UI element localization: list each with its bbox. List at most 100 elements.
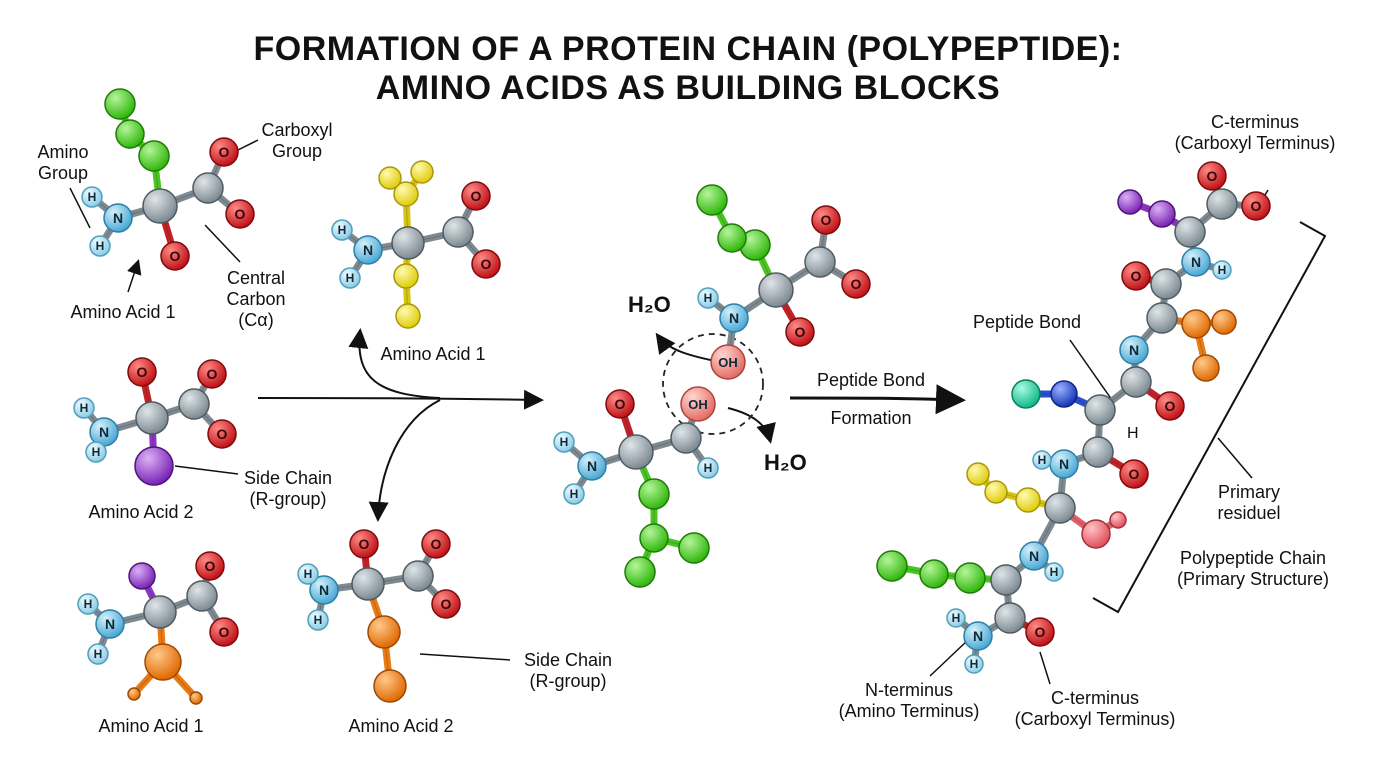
carbon-atom [351,567,385,601]
atom-sphere [1150,268,1182,300]
atom-symbol: H [1050,565,1059,579]
atom-symbol: OH [718,355,738,370]
atom-sphere [1032,450,1052,470]
nitrogen-atom: N [719,303,749,333]
side-chain-atom-pink [1081,519,1111,549]
side-chain-atom-yellow [1015,487,1041,513]
atom-symbol: H [952,611,961,625]
atom-sphere [1082,436,1114,468]
atom-sphere [919,559,949,589]
atom-sphere [680,386,716,422]
oxygen-atom: O [1241,191,1271,221]
side-chain-atom-pink [1109,511,1127,529]
oxygen-atom: O [349,529,379,559]
oxygen-atom: O [209,617,239,647]
c-terminus-top-label: C-terminus(Carboxyl Terminus) [1174,112,1336,153]
oxygen-atom: O [160,241,190,271]
atom-symbol: O [1207,168,1218,184]
atom-symbol: O [359,536,370,552]
atom-sphere [1119,459,1149,489]
atom-symbol: O [170,248,181,264]
atom-sphere [1197,161,1227,191]
atom-sphere [577,451,607,481]
carbon-atom [402,560,434,592]
carbon-atom [1150,268,1182,300]
water-label-bottom: H₂O [764,450,807,475]
atom-sphere [73,397,95,419]
polypeptide-chain-label: Polypeptide Chain(Primary Structure) [1176,548,1329,589]
atom-sphere [605,389,635,419]
side-chain-atom-orange [144,643,182,681]
atom-sphere [963,621,993,651]
side-chain-leader-1 [174,465,239,475]
atom-symbol: OH [688,397,708,412]
atom-sphere [192,172,224,204]
atom-symbol: N [113,210,123,226]
atom-symbol: O [1165,398,1176,414]
oxygen-atom: O [197,359,227,389]
side-chain-label-2: Side Chain(R-group) [523,650,613,691]
atom-symbol: O [431,536,442,552]
side-chain-atom-green [624,556,656,588]
carbon-atom [990,564,1022,596]
atom-sphere [1044,562,1064,582]
atom-sphere [624,556,656,588]
atom-sphere [1241,191,1271,221]
atom-sphere [297,563,319,585]
nitrogen-atom: N [95,609,125,639]
oxygen-atom: O [1197,161,1227,191]
side-chain-atom-purple [1148,200,1176,228]
side-chain-atom-orange [1192,354,1220,382]
atom-sphere [563,483,585,505]
carbon-atom [1120,366,1152,398]
oxygen-atom: O [605,389,635,419]
atom-symbol: H [80,401,89,415]
atom-symbol: H [560,435,569,449]
hydrogen-atom: H [946,608,966,628]
nitrogen-atom: N [309,575,339,605]
hydroxyl-group: OH [710,344,746,380]
atom-sphere [395,303,421,329]
atom-sphere [128,562,156,590]
side-chain-atom-teal [1011,379,1041,409]
atom-sphere [1181,309,1211,339]
atom-sphere [87,643,109,665]
amino-acid-1-label-mid: Amino Acid 1 [380,344,486,364]
c-terminus-bottom-label: C-terminus(Carboxyl Terminus) [1014,688,1176,729]
atom-sphere [1081,519,1111,549]
atom-symbol: H [92,445,101,459]
chain-bracket [1092,221,1327,614]
carbon-atom [135,401,169,435]
atom-symbol: H [1218,263,1227,277]
atom-sphere [1155,391,1185,421]
atom-symbol: H [704,291,713,305]
side-chain-atom-green [919,559,949,589]
hydrogen-atom: H [697,457,719,479]
side-chain-atom-yellow [393,181,419,207]
oxygen-atom: O [471,249,501,279]
atom-symbol: N [99,424,109,440]
atom-sphere [378,166,402,190]
atom-sphere [618,434,654,470]
atom-sphere [95,609,125,639]
hydroxyl-group: OH [680,386,716,422]
atom-sphere [393,181,419,207]
nitrogen-atom: N [1049,449,1079,479]
n-term-leader [929,639,969,677]
hydrogen-atom: H [553,431,575,453]
nitrogen-atom: N [577,451,607,481]
atom-sphere [990,564,1022,596]
atom-symbol: O [795,324,806,340]
atom-symbol: O [219,624,230,640]
atom-sphere [1117,189,1143,215]
atom-sphere [1181,247,1211,277]
atom-symbol: N [1129,342,1139,358]
amino-acid-2-label-left: Amino Acid 2 [88,502,194,522]
atom-symbol: N [587,458,597,474]
side-chain-atom-yellow [393,263,419,289]
carbon-atom [1206,188,1238,220]
atom-symbol: O [137,364,148,380]
atom-sphere [103,203,133,233]
atom-sphere [421,529,451,559]
